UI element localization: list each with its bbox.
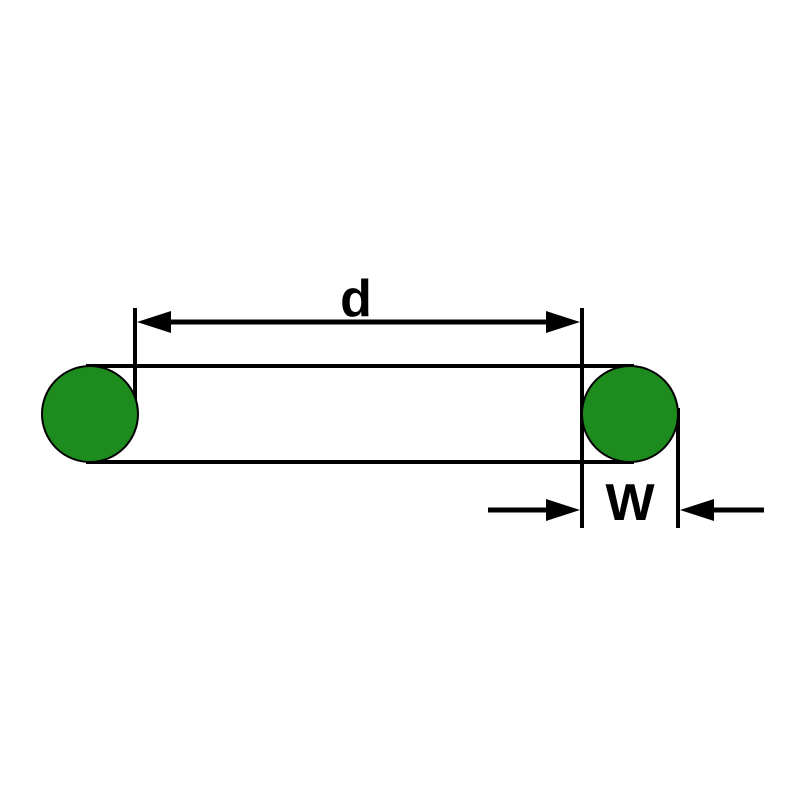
- diameter-arrowhead-right-icon: [546, 311, 580, 333]
- diameter-dimension-arrow: [137, 311, 580, 333]
- oring-right-cross-section: [581, 365, 679, 463]
- diameter-label: d: [340, 270, 372, 328]
- oring-left-cross-section: [41, 365, 139, 463]
- width-label: W: [605, 474, 655, 532]
- width-arrowhead-left-icon: [546, 499, 580, 521]
- diameter-arrowhead-left-icon: [137, 311, 171, 333]
- width-dimension-arrows: [488, 499, 764, 521]
- width-arrowhead-right-icon: [680, 499, 714, 521]
